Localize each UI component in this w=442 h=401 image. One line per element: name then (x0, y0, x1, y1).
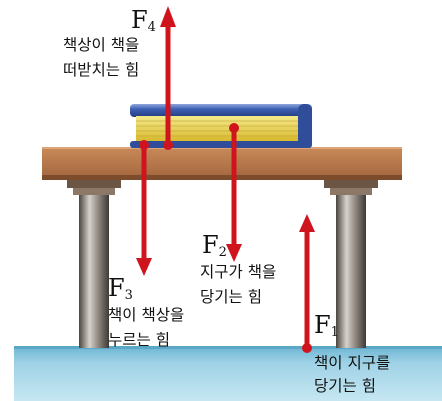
ground-surface-line (14, 346, 442, 349)
f1-description-line2: 당기는 힘 (314, 377, 376, 395)
arrow-f2 (226, 123, 242, 262)
f2-description-line1: 지구가 책을 (200, 263, 277, 281)
table-leg-left (67, 180, 121, 348)
f1-description-line1: 책이 지구를 (314, 354, 391, 372)
book (130, 104, 312, 148)
f3-description-line2: 누르는 힘 (108, 331, 170, 349)
arrow-f3 (136, 140, 152, 276)
arrow-f1 (299, 214, 315, 353)
f1-symbol: F1 (314, 311, 339, 340)
f4-symbol: F4 (131, 6, 156, 35)
f4-description-line1: 책상이 책을 (63, 36, 140, 54)
f3-symbol: F3 (108, 274, 133, 303)
f2-symbol: F2 (202, 231, 227, 260)
f4-description-line2: 떠받치는 힘 (63, 61, 140, 79)
f2-description-line2: 당기는 힘 (200, 288, 262, 306)
f3-description-line1: 책이 책상을 (108, 306, 185, 324)
ground (14, 347, 442, 401)
table-leg-right (324, 180, 378, 348)
arrow-f4 (160, 6, 176, 150)
table-top (42, 147, 402, 180)
